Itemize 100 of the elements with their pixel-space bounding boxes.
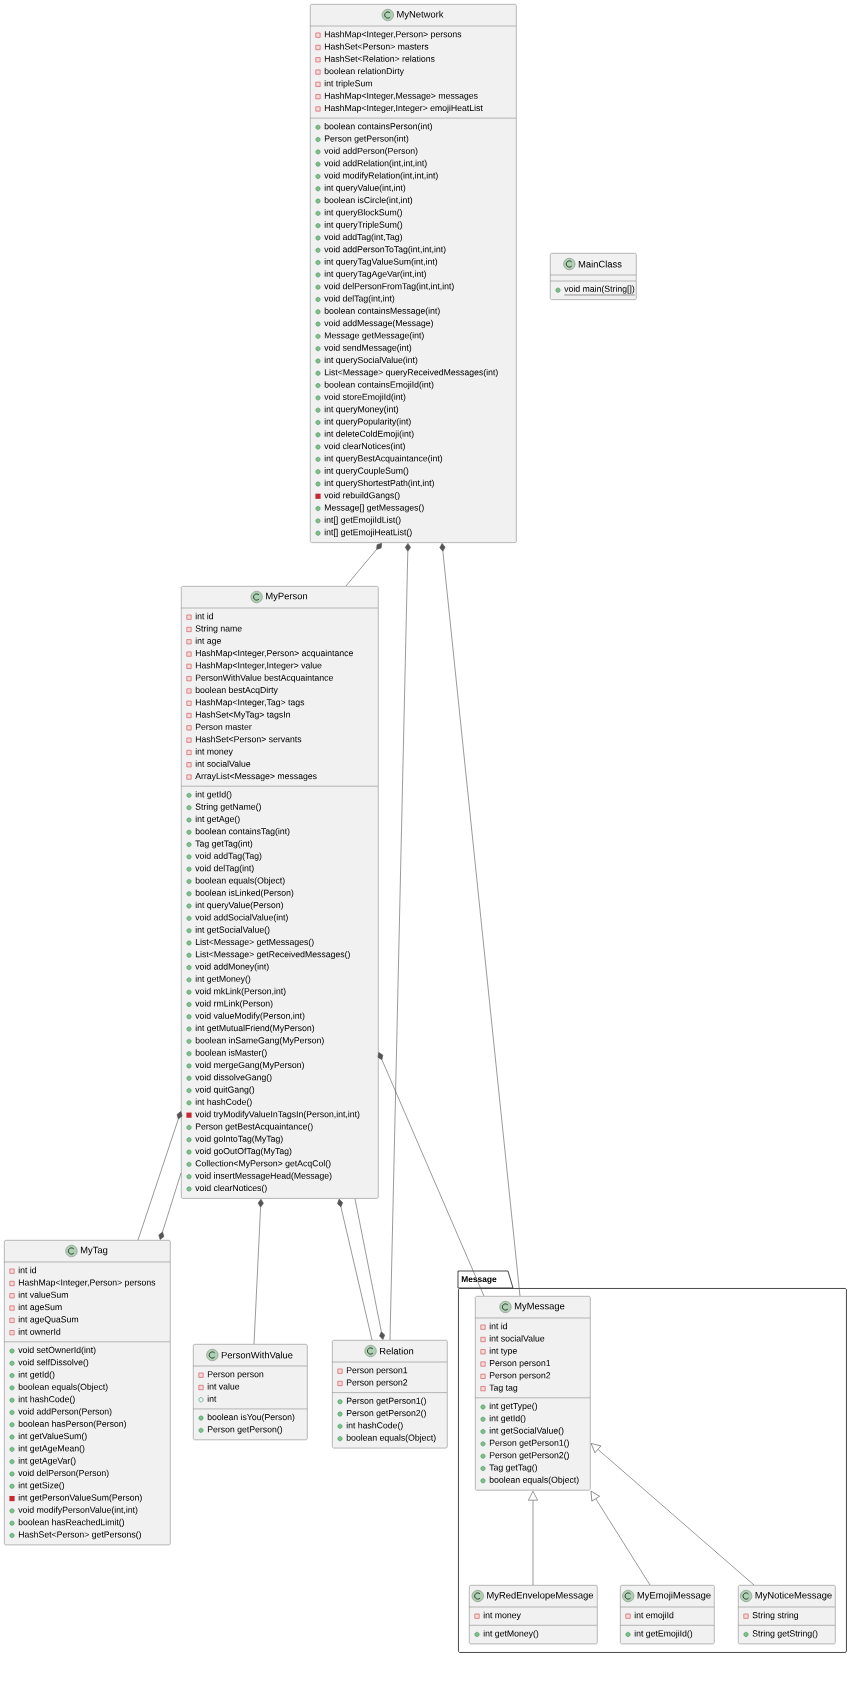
field-row: int valueSum — [9, 1291, 68, 1299]
method-row: int getMoney() — [186, 975, 251, 984]
method-row: void delPersonFromTag(int,int,int) — [315, 282, 454, 291]
method-row: Message[] getMessages() — [315, 504, 424, 513]
composition-line — [337, 1198, 373, 1341]
method-row: void addPerson(Person) — [9, 1408, 112, 1417]
field-row: int ageSum — [9, 1303, 62, 1312]
method-row: boolean containsMessage(int) — [315, 307, 440, 316]
field-row: int age — [186, 637, 221, 646]
field-row: boolean relationDirty — [315, 67, 404, 76]
field-row: int value — [198, 1383, 240, 1390]
class-name: Relation — [380, 1347, 414, 1355]
method-row: Person getPerson1() — [337, 1397, 426, 1406]
method-row: void sendMessage(int) — [315, 344, 412, 353]
field-row: HashMap<Integer,Integer> emojiHeatList — [315, 104, 483, 113]
method-row: void delPerson(Person) — [9, 1469, 109, 1478]
method-row: int queryTripleSum() — [315, 221, 403, 230]
field-row: Person person — [198, 1371, 264, 1379]
composition-line — [253, 1198, 264, 1345]
method-row: void goIntoTag(MyTag) — [186, 1135, 283, 1144]
method-row: void addTag(Tag) — [186, 852, 262, 861]
method-row: boolean equals(Object) — [9, 1383, 108, 1392]
method-row: void rmLink(Person) — [186, 1000, 273, 1009]
field-row: HashMap<Integer,Person> persons — [9, 1279, 156, 1288]
method-row: int queryShortestPath(int,int) — [315, 479, 434, 488]
method-row: boolean hasPerson(Person) — [9, 1420, 126, 1429]
field-row: HashSet<Person> masters — [315, 43, 429, 50]
composition-line — [439, 543, 521, 1297]
field-row: HashMap<Integer,Integer> value — [186, 662, 322, 671]
method-row: int getPersonValueSum(Person) — [9, 1494, 142, 1503]
method-row: boolean containsPerson(int) — [315, 122, 432, 132]
method-row: List<Message> getReceivedMessages() — [186, 950, 350, 960]
method-row: void addSocialValue(int) — [186, 914, 288, 923]
method-row: int[] getEmojiIdList() — [315, 516, 401, 525]
method-row: void valueModify(Person,int) — [186, 1012, 305, 1021]
method-row: boolean equals(Object) — [337, 1434, 436, 1443]
method-row: void addTag(int,Tag) — [315, 233, 402, 242]
method-row: int getAgeVar() — [9, 1457, 76, 1466]
method-row: void addPerson(Person) — [315, 147, 418, 156]
field-row: int tripleSum — [315, 80, 372, 89]
field-row: HashMap<Integer,Tag> tags — [186, 698, 305, 708]
method-row: int[] getEmojiHeatList() — [315, 528, 412, 537]
method-row: int getId() — [186, 791, 232, 800]
method-row: boolean isCircle(int,int) — [315, 196, 413, 205]
field-row: HashMap<Integer,Person> persons — [315, 30, 462, 39]
method-row: void setOwnerId(int) — [9, 1346, 96, 1355]
method-row: Person getBestAcquaintance() — [186, 1123, 313, 1132]
field-row: PersonWithValue bestAcquaintance — [186, 674, 333, 683]
composition-line — [158, 1172, 182, 1240]
method-row: int queryValue(Person) — [186, 901, 283, 910]
method-row: boolean isLinked(Person) — [186, 889, 294, 898]
composition-line — [354, 1198, 385, 1340]
method-row: int queryTagValueSum(int,int) — [315, 258, 438, 267]
method-row: int queryPopularity(int) — [315, 418, 411, 427]
field-row: Person person2 — [337, 1379, 408, 1388]
method-row: void mkLink(Person,int) — [186, 987, 286, 996]
method-row: int getValueSum() — [9, 1432, 87, 1441]
method-row: void rebuildGangs() — [315, 491, 400, 501]
class-name: MainClass — [578, 260, 622, 268]
field-row: Person person1 — [337, 1367, 408, 1375]
class-name: MyNetwork — [397, 10, 444, 20]
package-name: Message — [461, 1276, 497, 1284]
field-row: int id — [9, 1266, 36, 1274]
field-row: HashSet<Person> servants — [186, 735, 302, 743]
field-row: boolean bestAcqDirty — [186, 686, 278, 695]
field-row: int ownerId — [9, 1328, 61, 1336]
class-name: PersonWithValue — [221, 1351, 293, 1359]
method-row: int hashCode() — [337, 1422, 403, 1431]
method-row: Person getPerson2() — [337, 1409, 426, 1418]
method-row: boolean containsTag(int) — [186, 827, 290, 837]
method-row: boolean containsEmojiId(int) — [315, 381, 434, 390]
method-row: boolean equals(Object) — [186, 877, 285, 886]
method-row: String getName() — [186, 803, 261, 812]
method-row: void delTag(int) — [186, 864, 254, 873]
field-row: HashSet<Relation> relations — [315, 55, 435, 63]
method-row: int getId() — [9, 1371, 55, 1380]
method-row: void modifyPersonValue(int,int) — [9, 1506, 138, 1515]
method-row: int queryCoupleSum() — [315, 467, 409, 476]
method-row: void storeEmojiId(int) — [315, 393, 406, 402]
method-row: Tag getTag(int) — [186, 840, 253, 849]
method-row: Person getPerson(int) — [315, 135, 409, 144]
method-row: int hashCode() — [186, 1098, 252, 1107]
method-row: HashSet<Person> getPersons() — [9, 1531, 141, 1540]
method-row: Person getPerson() — [198, 1426, 283, 1435]
field-row: String name — [186, 625, 242, 634]
method-row: void selfDissolve() — [9, 1358, 89, 1368]
method-row: void insertMessageHead(Message) — [186, 1172, 332, 1181]
method-row: Collection<MyPerson> getAcqCol() — [186, 1160, 331, 1169]
field-row: HashMap<Integer,Message> messages — [315, 92, 478, 101]
method-row: void mergeGang(MyPerson) — [186, 1061, 304, 1070]
method-row: int queryBlockSum() — [315, 209, 402, 218]
method-row: void main(String[]) — [555, 285, 635, 296]
composition-line — [137, 1111, 183, 1241]
field-row: Person master — [186, 723, 252, 731]
method-row: boolean inSameGang(MyPerson) — [186, 1037, 324, 1046]
class-name: MyPerson — [266, 592, 308, 602]
method-row: int deleteColdEmoji(int) — [315, 430, 414, 439]
method-row: void clearNotices(int) — [315, 442, 405, 451]
method-row: boolean isMaster() — [186, 1049, 267, 1058]
method-row: boolean isYou(Person) — [198, 1413, 295, 1422]
